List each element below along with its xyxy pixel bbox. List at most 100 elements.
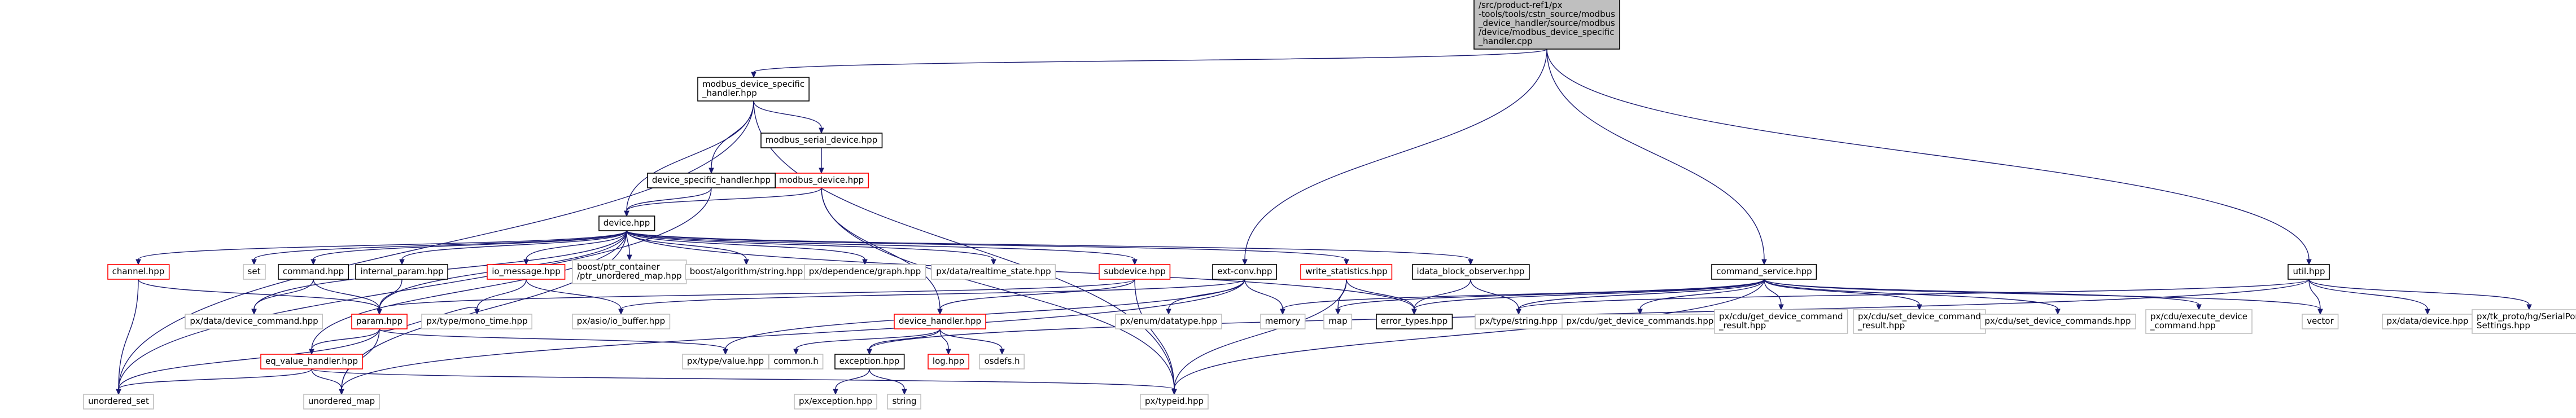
- node-box: [1099, 264, 1171, 280]
- node-root[interactable]: /src/product-ref1/px-tools/tools/cstn_so…: [1473, 0, 1620, 50]
- edge-exception-to-string: [869, 368, 905, 390]
- edge-arrowhead: [1132, 259, 1138, 266]
- node-label: util.hpp: [2293, 266, 2325, 276]
- node-label-line: px/tk_proto/hg/SerialPort: [2477, 311, 2576, 322]
- edge-util-to-pxstring: [1518, 279, 2310, 310]
- node-cmdsvc[interactable]: command_service.hpp: [1711, 264, 1817, 280]
- node-label-line: modbus_device.hpp: [779, 175, 864, 186]
- node-label-line: device.hpp: [603, 218, 650, 228]
- node-label: px/asio/io_buffer.hpp: [577, 316, 665, 327]
- node-label: log.hpp: [933, 356, 964, 366]
- node-label-line: internal_param.hpp: [360, 266, 443, 277]
- node-label: modbus_device.hpp: [779, 175, 864, 186]
- node-extconv[interactable]: ext-conv.hpp: [1212, 264, 1277, 280]
- edge-cmdsvc-to-vector: [1764, 279, 2321, 310]
- edge-writestat-to-errortypes: [1346, 279, 1415, 310]
- node-set: set: [243, 264, 266, 280]
- node-box: [1473, 0, 1620, 50]
- node-serial[interactable]: modbus_serial_device.hpp: [760, 133, 883, 148]
- node-device[interactable]: device.hpp: [598, 215, 655, 231]
- edge-arrowhead: [1335, 309, 1341, 315]
- node-label-line: error_types.hpp: [1381, 316, 1447, 327]
- edge-arrowhead: [751, 72, 756, 78]
- node-box: [682, 354, 769, 369]
- node-label-line: boost/ptr_container: [577, 262, 661, 272]
- node-pxexc: px/exception.hpp: [794, 394, 877, 410]
- node-label-line: log.hpp: [933, 356, 964, 366]
- node-label-line: _device_handler/source/modbus: [1478, 18, 1615, 29]
- node-writestat[interactable]: write_statistics.hpp: [1300, 264, 1393, 280]
- edge-arrowhead: [1280, 309, 1285, 315]
- node-box: [894, 314, 986, 329]
- edge-devhandler-to-commonh: [795, 328, 941, 350]
- node-label-line: px/data/realtime_state.hpp: [936, 266, 1051, 277]
- node-eqvh[interactable]: eq_value_handler.hpp: [260, 354, 363, 369]
- node-label-line: /ptr_unordered_map.hpp: [577, 271, 682, 281]
- edge-devhandler-to-exception: [869, 328, 941, 350]
- node-iomsg[interactable]: io_message.hpp: [487, 264, 566, 280]
- edge-channel-to-unset: [118, 279, 139, 390]
- node-box: [1412, 264, 1530, 280]
- node-util[interactable]: util.hpp: [2288, 264, 2330, 280]
- node-label-line: _result.hpp: [1718, 320, 1766, 331]
- node-label-line: _handler.cpp: [1478, 36, 1532, 47]
- edge-spec-to-serial: [753, 100, 822, 129]
- node-log[interactable]: log.hpp: [928, 354, 969, 369]
- edge-arrowhead: [819, 127, 824, 134]
- edge-arrowhead: [251, 259, 257, 266]
- edge-internal-to-param: [379, 279, 403, 310]
- node-pxvalue: px/type/value.hpp: [682, 354, 769, 369]
- edge-device-to-pxrt: [626, 230, 994, 260]
- node-channel[interactable]: channel.hpp: [107, 264, 170, 280]
- edge-arrowhead: [867, 349, 872, 355]
- node-label: channel.hpp: [112, 266, 165, 276]
- edge-device-to-set: [253, 230, 627, 260]
- node-dsh[interactable]: device_specific_handler.hpp: [647, 173, 776, 188]
- node-internal[interactable]: internal_param.hpp: [355, 264, 448, 280]
- node-errortypes[interactable]: error_types.hpp: [1376, 314, 1453, 329]
- node-label-line: px/cdu/get_device_command: [1719, 311, 1843, 322]
- edge-cmdsvc-to-errortypes: [1414, 279, 1765, 310]
- node-setdevcmdres: px/cdu/set_device_command_result.hpp: [1853, 309, 1986, 334]
- edge-arrowhead: [991, 259, 996, 266]
- node-box: [487, 264, 566, 280]
- node-mdev[interactable]: modbus_device.hpp: [774, 173, 869, 188]
- node-label: set: [248, 266, 261, 276]
- node-label-line: px/cdu/execute_device: [2150, 311, 2247, 322]
- node-label-line: ext-conv.hpp: [1217, 266, 1272, 276]
- edge-eqvh-to-unset: [118, 368, 312, 390]
- node-label-line: /device/modbus_device_specific: [1479, 27, 1614, 38]
- node-exception[interactable]: exception.hpp: [834, 354, 905, 369]
- node-label-line: string: [892, 396, 916, 406]
- node-box: [1300, 264, 1393, 280]
- node-box: [1853, 309, 1986, 334]
- node-label: ext-conv.hpp: [1217, 266, 1272, 276]
- node-box: [572, 314, 671, 329]
- node-label: modbus_device_specific_handler.hpp: [702, 79, 804, 99]
- node-box: [107, 264, 170, 280]
- node-label: common.h: [773, 356, 819, 366]
- node-command[interactable]: command.hpp: [278, 264, 349, 280]
- node-label-line: _command.hpp: [2150, 320, 2216, 331]
- edge-arrowhead: [618, 309, 624, 315]
- edge-device-to-eqvh: [311, 230, 627, 350]
- node-label: idata_block_observer.hpp: [1417, 266, 1525, 277]
- edge-root-to-spec: [753, 49, 1547, 73]
- edge-idata-to-pxstring: [1470, 279, 1519, 310]
- edge-devhandler-to-osdefs: [939, 328, 1003, 350]
- node-devhandler[interactable]: device_handler.hpp: [894, 314, 986, 329]
- node-param[interactable]: param.hpp: [351, 314, 408, 329]
- node-box: [760, 133, 883, 148]
- node-subdev[interactable]: subdevice.hpp: [1099, 264, 1171, 280]
- node-label: px/enum/datatype.hpp: [1120, 316, 1217, 326]
- node-label: exception.hpp: [839, 356, 900, 366]
- node-label-line: channel.hpp: [112, 266, 165, 276]
- edge-extconv-to-memory: [1244, 279, 1283, 310]
- edge-eqvh-to-pxtypeid: [311, 368, 1175, 390]
- node-idata[interactable]: idata_block_observer.hpp: [1412, 264, 1530, 280]
- edge-dsh-to-unset: [118, 187, 712, 390]
- edge-arrowhead: [135, 259, 141, 266]
- edge-eqvh-to-unmap: [311, 368, 342, 390]
- node-spec[interactable]: modbus_device_specific_handler.hpp: [697, 77, 810, 102]
